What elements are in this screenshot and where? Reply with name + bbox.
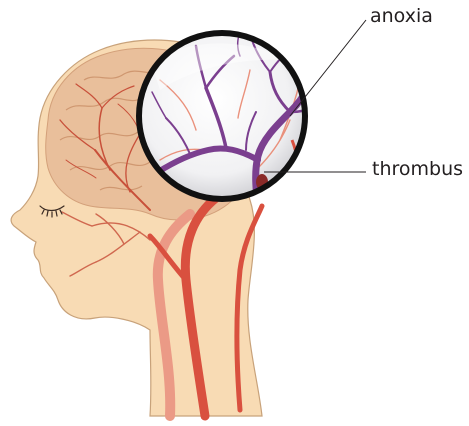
anoxia-callout-line: [290, 20, 366, 116]
thrombus-label: thrombus: [372, 160, 463, 179]
anoxia-label: anoxia: [370, 7, 433, 26]
